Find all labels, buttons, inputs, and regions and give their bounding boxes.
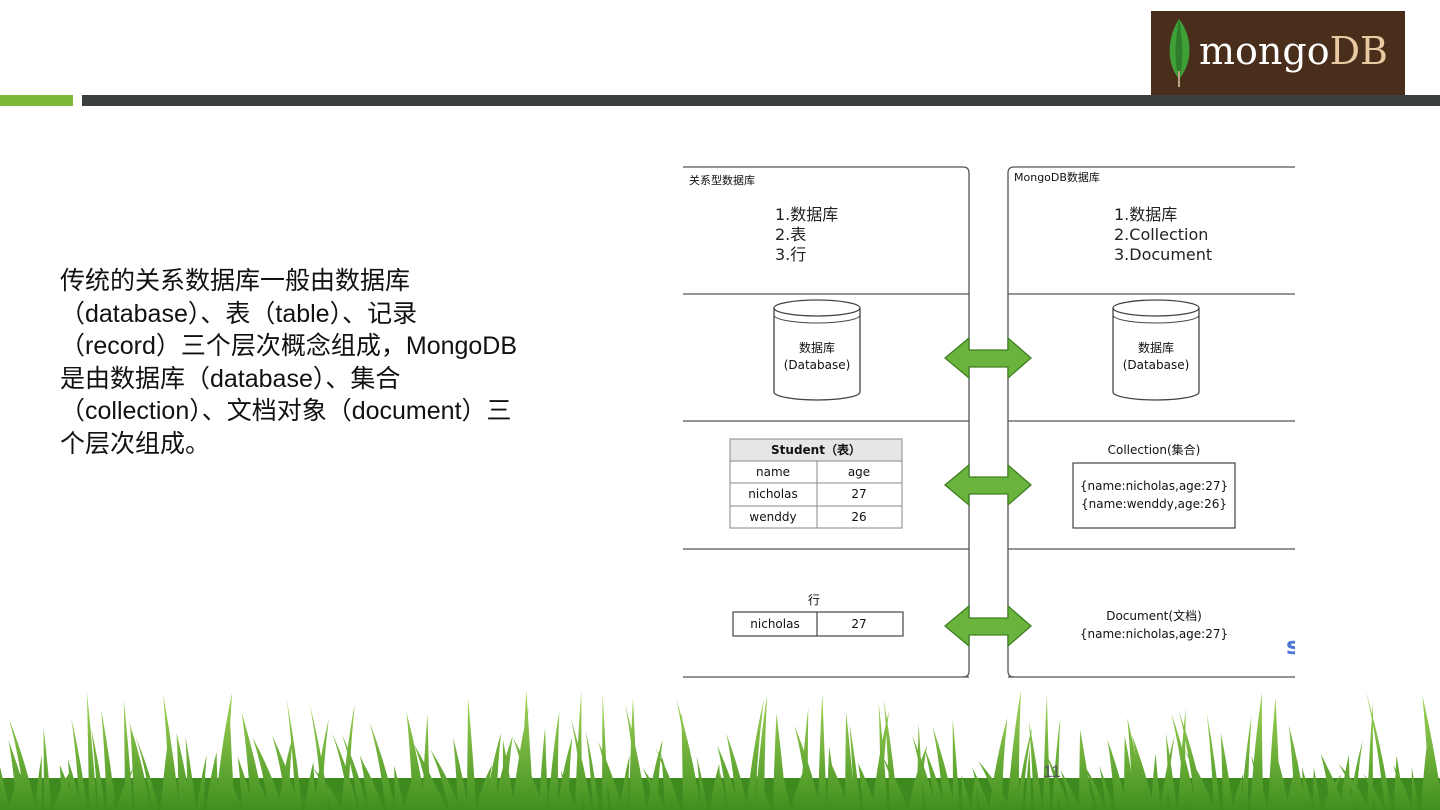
header-divider-bar [82,95,1440,106]
leaf-icon [1157,11,1197,95]
relational-vs-mongodb-diagram: 关系型数据库 MongoDB数据库 1.数据库 2.表 3.行 1.数据库 2.… [683,163,1295,683]
body-line: 个层次组成。 [60,428,600,461]
body-line: （collection）、文档对象（document）三 [60,395,600,428]
table-title: Student（表） [771,442,861,457]
body-line: （database）、表（table）、记录 [60,298,600,331]
table-cell: 26 [851,510,866,524]
right-list-item: 1.数据库 [1114,205,1177,224]
right-column-title: MongoDB数据库 [1014,170,1100,184]
row-cell: nicholas [750,617,799,631]
table-header-cell: name [756,465,790,479]
watermark-fragment: s [1286,632,1295,660]
table-cell: nicholas [748,487,797,501]
row-cell: 27 [851,617,866,631]
slide-body-text: 传统的关系数据库一般由数据库 （database）、表（table）、记录 （r… [60,265,600,460]
header-accent-bar [0,95,73,106]
document-item: {name:nicholas,age:27} [1080,627,1228,641]
table-header-cell: age [848,465,870,479]
right-db-label: 数据库 [1138,340,1174,355]
left-db-label: 数据库 [799,340,835,355]
logo-text: mongoDB [1199,29,1388,73]
left-list-item: 3.行 [775,245,806,264]
mongodb-logo: mongoDB [1151,11,1405,95]
right-list-item: 3.Document [1114,245,1212,264]
right-list-item: 2.Collection [1114,225,1208,244]
left-column-title: 关系型数据库 [689,173,755,187]
table-cell: 27 [851,487,866,501]
left-db-sublabel: (Database) [784,358,851,372]
left-list-item: 1.数据库 [775,205,838,224]
right-db-sublabel: (Database) [1123,358,1190,372]
body-line: （record）三个层次概念组成，MongoDB [60,330,600,363]
collection-item: {name:wenddy,age:26} [1081,497,1227,511]
table-cell: wenddy [749,510,796,524]
body-line: 是由数据库（database）、集合 [60,363,600,396]
left-list-item: 2.表 [775,225,806,244]
grass-decoration [0,690,1440,810]
body-line: 传统的关系数据库一般由数据库 [60,265,600,298]
document-title: Document(文档) [1106,608,1202,623]
collection-title: Collection(集合) [1108,442,1201,457]
slide-number: 11 [1043,762,1061,782]
row-title: 行 [808,593,820,607]
collection-item: {name:nicholas,age:27} [1080,479,1228,493]
